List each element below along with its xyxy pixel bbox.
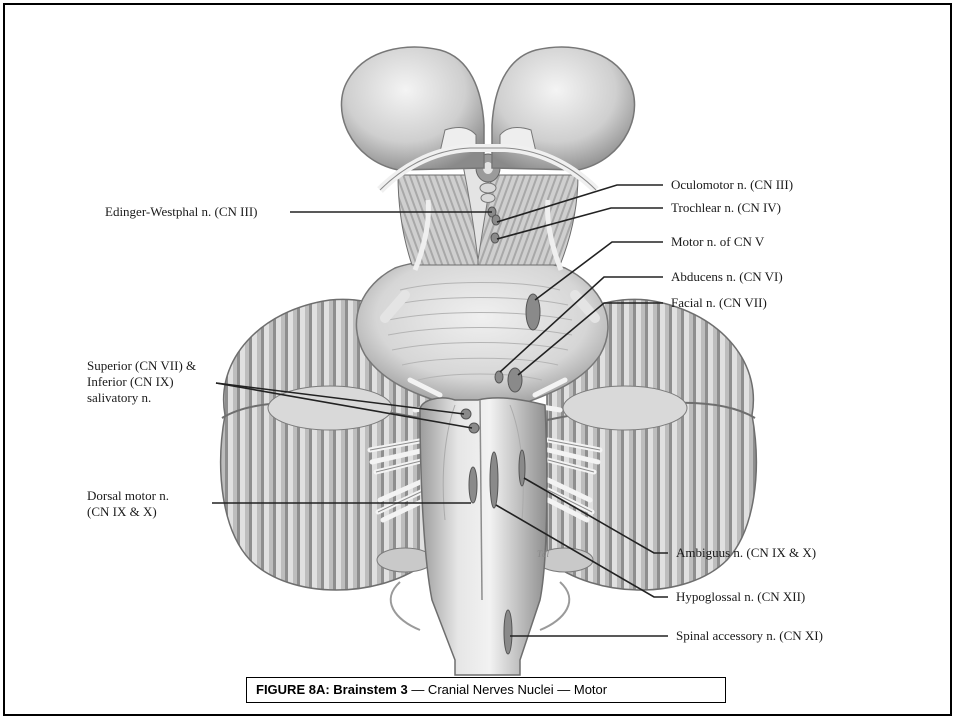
hypoglossal-nucleus <box>490 452 498 508</box>
label-ambiguus: Ambiguus n. (CN IX & X) <box>676 545 816 561</box>
ambiguus-nucleus <box>519 450 525 486</box>
label-spinal-accessory: Spinal accessory n. (CN XI) <box>676 628 823 644</box>
label-facial: Facial n. (CN VII) <box>671 295 767 311</box>
label-hypoglossal: Hypoglossal n. (CN XII) <box>676 589 805 605</box>
oculomotor-nucleus <box>492 215 500 225</box>
label-abducens: Abducens n. (CN VI) <box>671 269 783 285</box>
label-motor-v: Motor n. of CN V <box>671 234 764 250</box>
abducens-nucleus <box>495 371 503 383</box>
caption-title: FIGURE 8A: Brainstem 3 <box>256 682 408 697</box>
motor-v-nucleus <box>526 294 540 330</box>
label-dorsal-motor: Dorsal motor n. (CN IX & X) <box>87 488 169 520</box>
artist-signature: Tdl <box>537 549 550 559</box>
facial-nucleus <box>508 368 522 392</box>
label-trochlear: Trochlear n. (CN IV) <box>671 200 781 216</box>
label-oculomotor: Oculomotor n. (CN III) <box>671 177 793 193</box>
figure-caption: FIGURE 8A: Brainstem 3 — Cranial Nerves … <box>246 677 726 703</box>
label-salivatory: Superior (CN VII) & Inferior (CN IX) sal… <box>87 358 196 406</box>
label-edinger-westphal: Edinger-Westphal n. (CN III) <box>105 204 257 220</box>
dorsal-motor-nucleus <box>469 467 477 503</box>
spinal-accessory-nucleus <box>504 610 512 654</box>
caption-subtitle: — Cranial Nerves Nuclei — Motor <box>408 682 607 697</box>
